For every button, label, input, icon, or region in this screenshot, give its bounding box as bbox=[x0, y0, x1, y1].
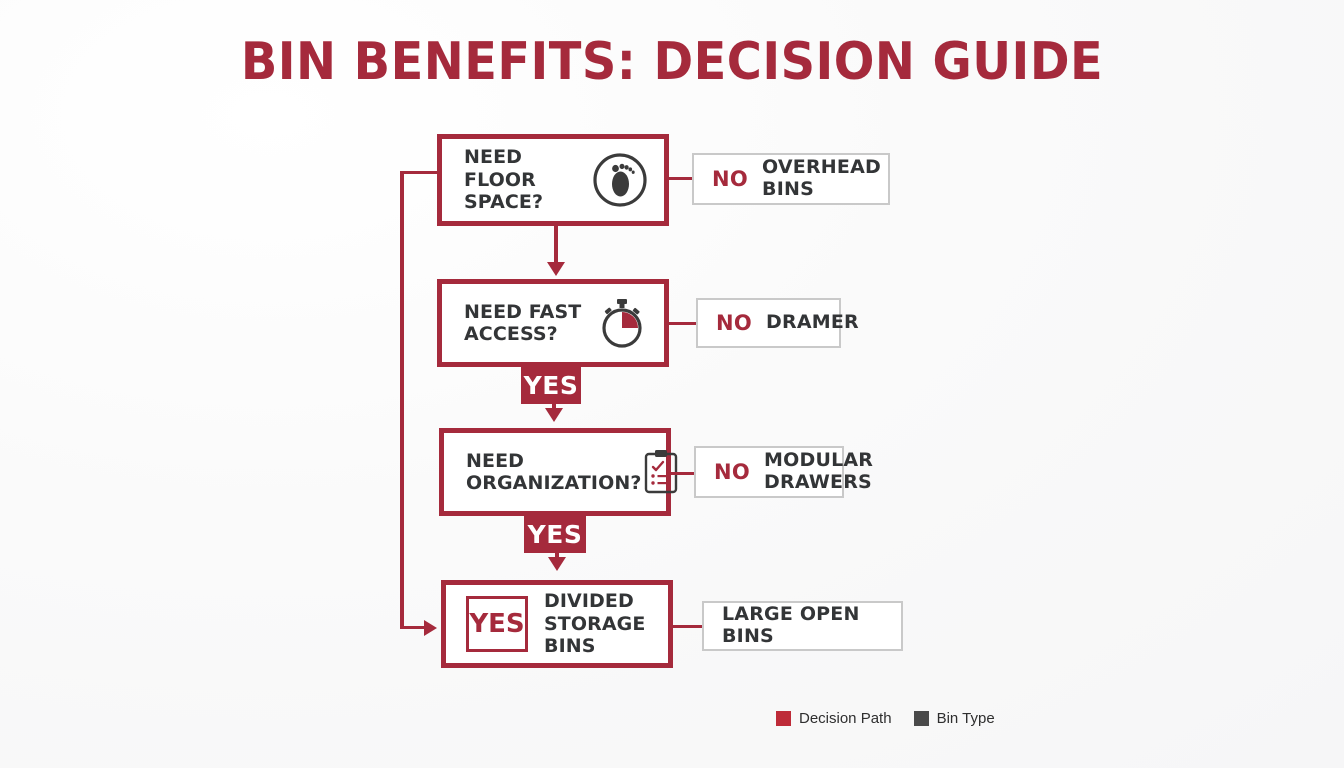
yes-badge-node2-to-node3: YES bbox=[521, 367, 581, 404]
outcome-label: OVERHEAD BINS bbox=[762, 156, 881, 200]
outcome-answer-label: NO bbox=[712, 167, 749, 191]
connector-left-bottom-segment bbox=[400, 626, 428, 629]
outcome-label: LARGE OPEN BINS bbox=[722, 603, 860, 647]
yes-badge-label: YES bbox=[523, 371, 579, 400]
connector-node1-to-node2-arrowhead-icon bbox=[547, 262, 565, 276]
yes-badge-node3-to-node4: YES bbox=[524, 516, 586, 553]
connector-node4-to-large-open-bins bbox=[673, 625, 702, 628]
yes-badge-label: YES bbox=[527, 520, 583, 549]
connector-node2-to-dramer bbox=[669, 322, 696, 325]
outcome-large-open-bins[interactable]: LARGE OPEN BINS bbox=[702, 601, 903, 651]
stopwatch-icon bbox=[594, 295, 650, 351]
outcome-answer-label: NO bbox=[714, 460, 751, 484]
legend: Decision Path Bin Type bbox=[776, 710, 995, 727]
outcome-modular-drawers[interactable]: NO MODULAR DRAWERS bbox=[694, 446, 873, 498]
legend-item-decision-path: Decision Path bbox=[776, 710, 892, 727]
page-title: BIN BENEFITS: DECISION GUIDE bbox=[240, 32, 1104, 92]
decision-node-label: NEED FAST ACCESS? bbox=[464, 300, 582, 345]
yes-badge-label: YES bbox=[469, 609, 525, 639]
legend-label-bin-type: Bin Type bbox=[936, 710, 995, 727]
connector-node1-to-node2 bbox=[554, 226, 558, 268]
legend-item-bin-type: Bin Type bbox=[913, 710, 995, 727]
outcome-label: DRAMER bbox=[766, 311, 859, 334]
connector-left-top-segment bbox=[400, 171, 440, 174]
outcome-dramer[interactable]: NO DRAMER bbox=[696, 298, 859, 348]
decision-node-need-organization[interactable]: NEED ORGANIZATION? bbox=[439, 428, 678, 516]
connector-node1-to-overhead-bins bbox=[669, 177, 693, 180]
connector-node3-to-modular-drawers bbox=[671, 472, 695, 475]
connector-left-arrowhead-icon bbox=[424, 620, 437, 636]
connector-node2-to-node3-arrowhead-icon bbox=[545, 408, 563, 422]
connector-node3-to-node4-arrowhead-icon bbox=[548, 557, 566, 571]
outcome-overhead-bins[interactable]: NO OVERHEAD BINS bbox=[692, 153, 890, 205]
decision-node-label: NEED FLOOR SPACE? bbox=[464, 146, 544, 214]
result-node-divided-storage-bins[interactable]: YES DIVIDED STORAGE BINS bbox=[441, 580, 673, 668]
legend-swatch-bin-type bbox=[913, 711, 929, 726]
connector-left-vertical bbox=[400, 171, 404, 627]
yes-badge-outlined: YES bbox=[466, 596, 528, 652]
outcome-answer-label: NO bbox=[716, 311, 753, 335]
legend-swatch-decision-path bbox=[776, 711, 791, 726]
decision-node-label: NEED ORGANIZATION? bbox=[466, 449, 642, 494]
footprint-icon bbox=[590, 150, 650, 210]
result-node-label: DIVIDED STORAGE BINS bbox=[544, 590, 646, 658]
decision-node-need-floor-space[interactable]: NEED FLOOR SPACE? bbox=[437, 134, 669, 226]
outcome-label: MODULAR DRAWERS bbox=[764, 449, 874, 493]
decision-node-need-fast-access[interactable]: NEED FAST ACCESS? bbox=[437, 279, 669, 367]
legend-label-decision-path: Decision Path bbox=[799, 710, 892, 727]
